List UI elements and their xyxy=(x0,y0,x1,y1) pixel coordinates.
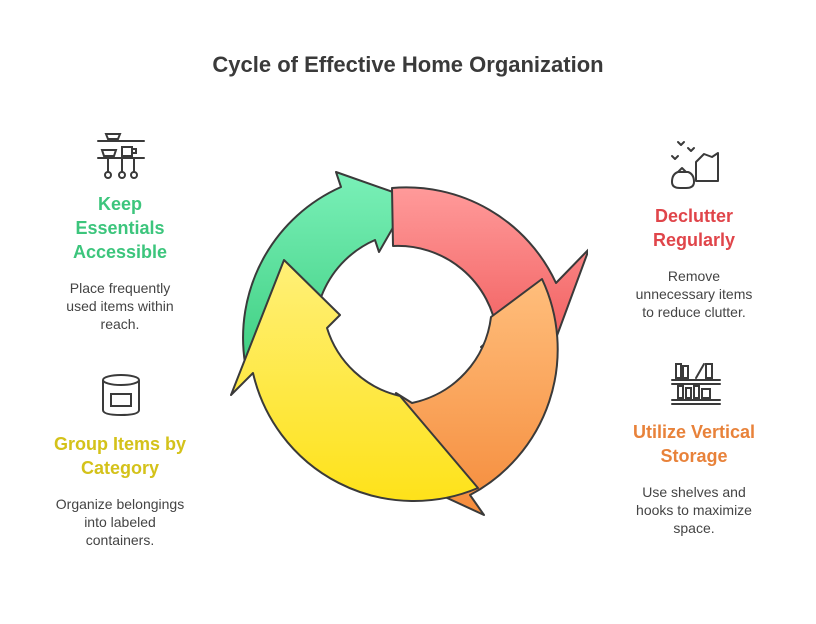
cycle-diagram xyxy=(230,171,588,516)
step-desc-line: used items within xyxy=(66,298,174,314)
step-desc-keep-essentials: Place frequently used items within reach… xyxy=(20,279,220,333)
diagram-title: Cycle of Effective Home Organization xyxy=(212,52,604,77)
step-label-line: Essentials xyxy=(75,218,165,238)
step-desc-line: reach. xyxy=(100,316,140,332)
step-label-vertical-storage: Utilize Vertical Storage xyxy=(594,420,794,468)
bookshelf-icon xyxy=(671,363,721,405)
step-label-line: Group Items by xyxy=(53,434,187,454)
cycle-segment-group-items xyxy=(230,259,479,502)
labeled-container-icon xyxy=(102,374,140,417)
step-desc-line: space. xyxy=(673,520,715,536)
step-label-line: Storage xyxy=(660,446,728,466)
step-label-line: Declutter xyxy=(654,206,734,226)
step-desc-line: Use shelves and xyxy=(642,484,746,500)
step-desc-line: Place frequently xyxy=(69,280,171,296)
step-label-line: Category xyxy=(80,458,160,478)
declutter-bag-icon xyxy=(671,141,719,189)
step-label-declutter: Declutter Regularly xyxy=(594,204,794,252)
step-label-line: Keep xyxy=(97,194,142,214)
step-label-line: Utilize Vertical xyxy=(632,422,756,442)
step-desc-line: containers. xyxy=(85,532,155,548)
step-label-line: Accessible xyxy=(72,242,168,262)
kitchen-rack-icon xyxy=(97,133,145,179)
step-desc-line: unnecessary items xyxy=(635,286,753,302)
step-desc-group-items: Organize belongings into labeled contain… xyxy=(20,495,220,549)
step-desc-vertical-storage: Use shelves and hooks to maximize space. xyxy=(594,483,794,537)
step-desc-line: Remove xyxy=(667,268,721,284)
step-label-line: Regularly xyxy=(652,230,736,250)
step-desc-line: into labeled xyxy=(84,514,156,530)
step-desc-declutter: Remove unnecessary items to reduce clutt… xyxy=(594,267,794,321)
step-desc-line: hooks to maximize xyxy=(636,502,752,518)
step-desc-line: to reduce clutter. xyxy=(642,304,746,320)
step-label-keep-essentials: Keep Essentials Accessible xyxy=(20,192,220,264)
step-label-group-items: Group Items by Category xyxy=(20,432,220,480)
step-desc-line: Organize belongings xyxy=(55,496,185,512)
